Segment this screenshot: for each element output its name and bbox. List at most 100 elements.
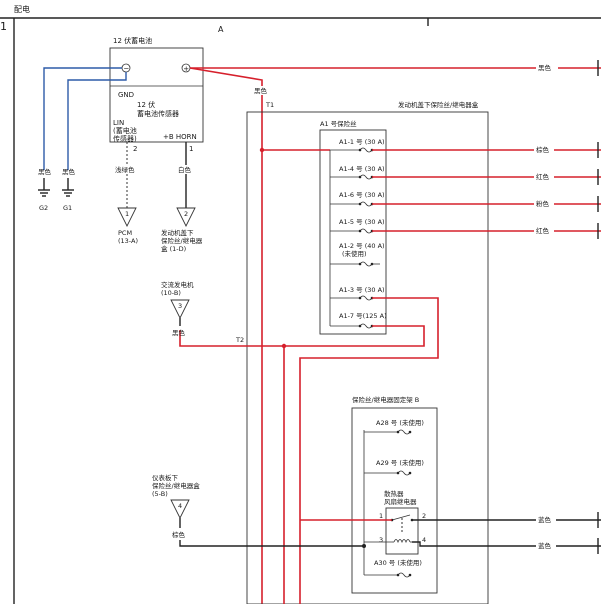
relay-holder-box [351,407,438,594]
relay-pin-4-wire [412,541,601,547]
fuse-a1-1 [330,147,374,153]
positive-symbol: + [183,65,189,73]
section-label: A [218,25,224,34]
underhood-box [246,111,489,604]
sensor-label-1: 12 伏 [137,100,155,109]
top-right-wire-color: 黑色 [538,63,552,72]
page-title: 配电 [14,4,30,14]
fuse-a28 [364,429,412,435]
page-marker: 1 [0,20,7,33]
pin-1-color-bg [176,165,196,174]
fuse-a1-7-label: A1-7 号(125 A) [339,312,387,320]
connector-2-label-1: 发动机盖下 [161,228,194,237]
relay-pin-2: 2 [422,512,426,520]
connector-3-triangle [170,299,190,320]
alternator-wire-color: 黑色 [172,328,186,337]
fuse-a1-3-output [299,297,439,604]
top-right-color-bg [536,63,558,72]
connector-4-label-2: 保险丝/继电器盒 [152,481,200,490]
fuse-a1-3-label: A1-3 号 (30 A) [339,286,385,294]
fuse-group-box [319,129,387,335]
negative-symbol: − [124,65,130,73]
lin-label-3: 传感器) [113,134,137,143]
fuse-a1-6 [330,201,374,207]
dash-wire [179,540,364,547]
connector-1-number: 1 [125,210,129,218]
t1-label: T1 [265,101,274,109]
relay-out-2-color-bg [536,541,556,550]
relay-label-1: 散热器 [384,489,404,498]
pin-2-color-bg [114,165,138,174]
splice-relay-holder [362,544,366,548]
lin-label-2: (蓄电池 [113,126,137,135]
a29-label: A29 号 (未使用) [376,458,424,467]
ground-wire-g2 [43,67,122,170]
fuse-a1-6-label: A1-6 号 (30 A) [339,191,385,199]
g1-wire-color: 黑色 [62,167,76,176]
horn-label: +B HORN [163,133,197,141]
ground-symbol-g1 [62,189,74,197]
pin-1-wire-color: 白色 [178,165,192,174]
main-wire-color: 黑色 [254,86,268,95]
out-1-color-bg [534,145,554,154]
out-4-wire-color: 红色 [536,226,550,235]
fuse-a1-5 [330,228,374,234]
relay-switch-icon [390,514,414,534]
connector-2-triangle [176,207,196,228]
connector-3-label-2: (10-B) [161,289,181,297]
connector-3-label-1: 交流发电机 [161,280,194,289]
a28-label: A28 号 (未使用) [376,418,424,427]
fuse-a1-1-label: A1-1 号 (30 A) [339,138,385,146]
fuse-a29 [364,470,412,476]
connector-2-label-3: 盒 (1-D) [161,244,186,253]
fuse-a1-2-unused: (未使用) [342,249,367,258]
fuse-a30 [364,572,412,578]
radiator-fan-relay [385,507,419,555]
out-3-wire-color: 粉色 [536,199,550,208]
relay-out-2-wire-color: 蓝色 [538,541,552,550]
fuse-a1-7 [330,323,374,329]
connector-2-label-2: 保险丝/继电器 [161,236,203,245]
splice-fuse-feed [259,147,265,153]
connector-4-number: 4 [178,502,182,510]
pin-2-wire-color: 浅绿色 [115,165,135,174]
fuse-group-title: A1 号保险丝 [320,119,357,128]
relay-out-1-wire-color: 蓝色 [538,515,552,524]
fuse-a1-3 [330,295,374,301]
pin-2-label: 2 [133,145,137,153]
a30-label: A30 号 (未使用) [374,558,422,567]
battery-box [109,47,204,143]
connector-4-label-1: 仪表板下 [152,473,179,482]
connector-1-label-1: PCM [118,229,132,237]
relay-out-1-color-bg [536,515,556,524]
underhood-box-title: 发动机盖下保险丝/继电器盒 [398,100,479,109]
fuse-a1-4 [330,174,374,180]
gnd-label: GND [118,91,134,99]
relay-pin-4: 4 [422,536,426,544]
lin-label-1: LIN [113,119,124,127]
battery-title: 12 伏蓄电池 [113,36,152,45]
out-3-color-bg [534,199,554,208]
fuse-a1-2-label: A1-2 号 (40 A) [339,242,385,250]
connector-1-triangle [117,207,137,228]
relay-holder-title: 保险丝/继电器固定架 B [352,395,419,404]
connector-4-label-3: (5-B) [152,490,168,498]
fuse-a1-7-output-t2 [179,325,425,347]
out-2-color-bg [534,172,554,181]
out-4-color-bg [534,226,554,235]
connector-2-number: 2 [184,210,188,218]
sensor-label-2: 蓄电池传感器 [137,109,179,118]
t2-label: T2 [235,336,244,344]
ground-g1-label: G1 [63,204,72,212]
fuse-a1-5-label: A1-5 号 (30 A) [339,218,385,226]
relay-label-2: 风扇继电器 [384,497,417,506]
connector-3-number: 3 [178,302,182,310]
dash-wire-color: 棕色 [172,530,186,539]
fuse-a1-4-label: A1-4 号 (30 A) [339,165,385,173]
main-color-bg [252,86,274,95]
pin-1-label: 1 [189,145,193,153]
connector-4-triangle [170,499,190,520]
out-1-wire-color: 棕色 [536,145,550,154]
g2-wire-color: 黑色 [38,167,52,176]
